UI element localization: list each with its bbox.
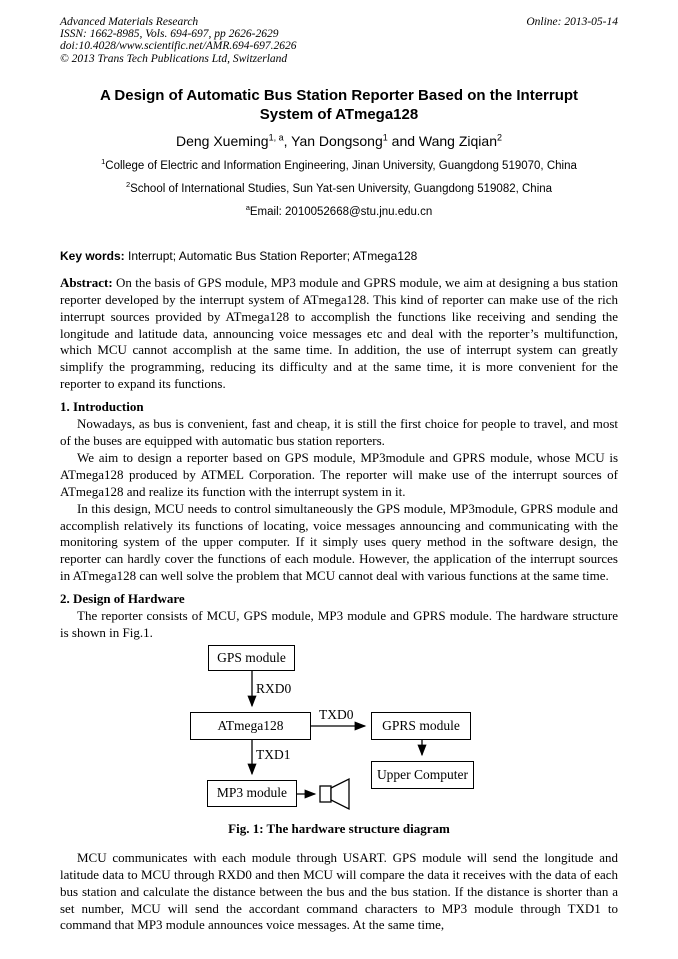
- affiliation-2: 2School of International Studies, Sun Ya…: [60, 179, 618, 195]
- intro-paragraph-1: Nowadays, as bus is convenient, fast and…: [60, 416, 618, 448]
- email-line: aEmail: 2010052668@stu.jnu.edu.cn: [60, 202, 618, 218]
- affiliation-1: 1College of Electric and Information Eng…: [60, 156, 618, 172]
- email-text: Email: 2010052668@stu.jnu.edu.cn: [249, 205, 433, 218]
- affiliation-superscript: 2: [125, 179, 131, 189]
- affiliation-text: School of International Studies, Sun Yat…: [130, 182, 553, 195]
- author-superscript: 2: [496, 132, 502, 143]
- figure-box-mp3-module: MP3 module: [207, 779, 297, 807]
- doi-line: doi:10.4028/www.scientific.net/AMR.694-6…: [60, 40, 297, 53]
- figure-label-rxd0: RXD0: [256, 680, 292, 696]
- author-name: Wang Ziqian: [418, 132, 497, 149]
- journal-name: Advanced Materials Research: [60, 16, 199, 28]
- author-superscript: 1: [382, 132, 388, 143]
- keywords-label: Key words:: [60, 248, 125, 263]
- intro-paragraph-2: We aim to design a reporter based on GPS…: [60, 449, 618, 499]
- copyright-line: © 2013 Trans Tech Publications Ltd, Swit…: [60, 52, 288, 65]
- author-separator: and: [387, 132, 419, 149]
- authors-line: Deng Xueming1, a, Yan Dongsong1 and Wang…: [60, 133, 618, 149]
- abstract-label: Abstract:: [60, 274, 113, 290]
- abstract-text: On the basis of GPS module, MP3 module a…: [60, 274, 618, 392]
- figure-label-txd1: TXD1: [256, 746, 291, 762]
- keywords-line: Key words: Interrupt; Automatic Bus Stat…: [60, 249, 618, 263]
- section-heading-hardware: 2. Design of Hardware: [60, 591, 185, 607]
- figure-box-gps-module: GPS module: [208, 644, 295, 671]
- author-name: Yan Dongsong: [291, 132, 383, 149]
- figure-box-upper-computer: Upper Computer: [371, 760, 474, 789]
- journal-info: Advanced Materials Research ISSN: 1662-8…: [60, 16, 296, 65]
- author-separator: ,: [283, 132, 292, 149]
- speaker-icon: [319, 777, 350, 810]
- abstract: Abstract: On the basis of GPS module, MP…: [60, 275, 618, 393]
- figure-box-atmega128: ATmega128: [190, 711, 311, 740]
- author-superscript: 1, a: [268, 132, 284, 143]
- author-name: Deng Xueming: [175, 132, 269, 149]
- paper-title-line2: System of ATmega128: [259, 105, 419, 123]
- intro-paragraph-3: In this design, MCU needs to control sim…: [60, 500, 618, 584]
- keywords-text: Interrupt; Automatic Bus Station Reporte…: [124, 248, 418, 263]
- hardware-paragraph-1: The reporter consists of MCU, GPS module…: [60, 608, 618, 640]
- email-superscript: a: [245, 202, 250, 212]
- online-date: Online: 2013-05-14: [526, 16, 618, 28]
- journal-header: Advanced Materials Research ISSN: 1662-8…: [60, 16, 618, 65]
- figure-arrows: [247, 670, 427, 810]
- issn-line: ISSN: 1662-8985, Vols. 694-697, pp 2626-…: [60, 28, 279, 41]
- section-heading-introduction: 1. Introduction: [60, 399, 144, 415]
- affiliation-superscript: 1: [101, 156, 106, 166]
- paper-title: A Design of Automatic Bus Station Report…: [60, 86, 618, 124]
- figure-label-txd0: TXD0: [319, 706, 354, 722]
- figure-box-gprs-module: GPRS module: [371, 711, 471, 740]
- paper-title-line1: A Design of Automatic Bus Station Report…: [99, 86, 579, 104]
- figure-caption: Fig. 1: The hardware structure diagram: [228, 820, 450, 836]
- figure-1-hardware-diagram: GPS module ATmega128 GPRS module Upper C…: [190, 644, 480, 815]
- hardware-paragraph-2: MCU communicates with each module throug…: [60, 849, 618, 933]
- affiliation-text: College of Electric and Information Engi…: [105, 159, 577, 172]
